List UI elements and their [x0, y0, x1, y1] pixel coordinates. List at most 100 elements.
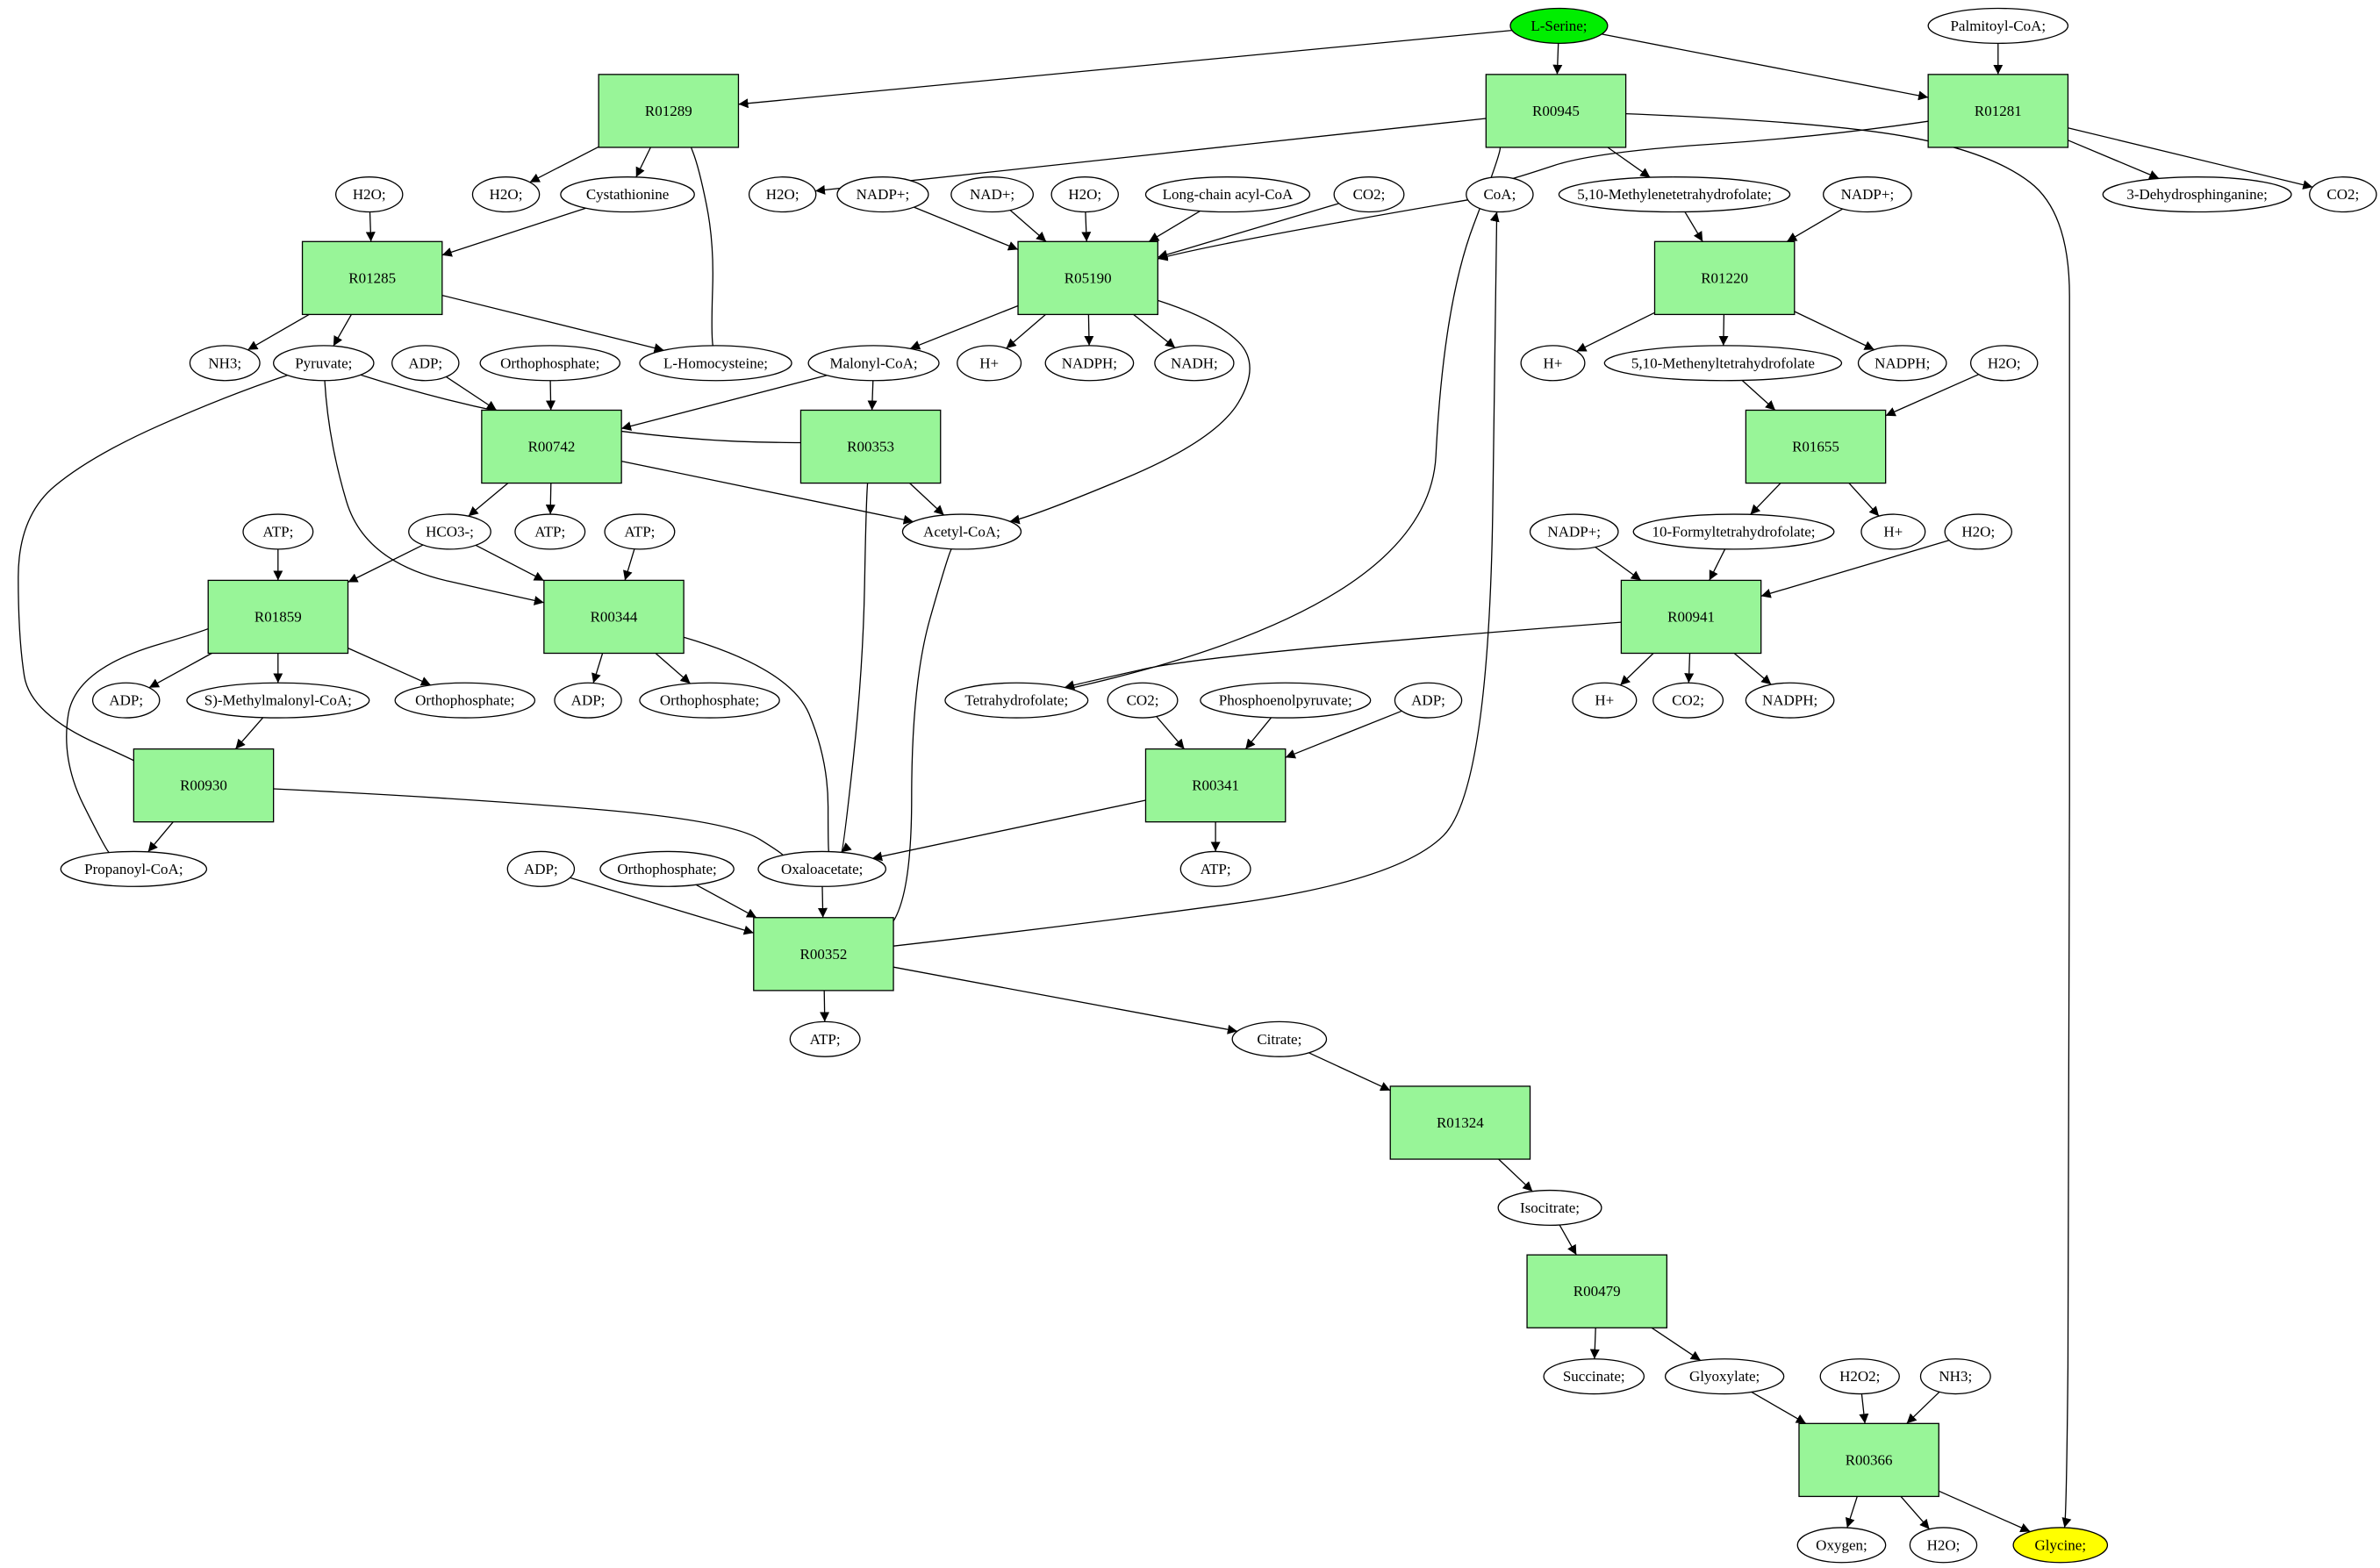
- compound-node-co2_4[interactable]: CO2;: [1652, 682, 1724, 719]
- compound-node-co2_2[interactable]: CO2;: [2309, 176, 2377, 213]
- reaction-node-R01285[interactable]: R01285: [301, 240, 443, 316]
- compound-node-nadpp_2[interactable]: NADP+;: [1823, 176, 1912, 213]
- compound-node-nadph_2[interactable]: NADPH;: [1857, 345, 1947, 382]
- reaction-node-R00353[interactable]: R00353: [799, 409, 942, 484]
- compound-node-pyruvate[interactable]: Pyruvate;: [273, 345, 375, 382]
- compound-node-adp_2[interactable]: ADP;: [91, 682, 161, 719]
- compound-node-atp_1[interactable]: ATP;: [242, 513, 314, 550]
- compound-node-hplus_3[interactable]: H+: [1860, 513, 1926, 550]
- compound-node-atp_3[interactable]: ATP;: [604, 513, 676, 550]
- compound-node-hplus_4[interactable]: H+: [1572, 682, 1638, 719]
- compound-node-h2o_6[interactable]: H2O;: [1944, 513, 2013, 550]
- compound-node-h2o_2[interactable]: H2O;: [471, 176, 541, 213]
- compound-node-propanoyl[interactable]: Propanoyl-CoA;: [60, 850, 208, 887]
- compound-node-hco3[interactable]: HCO3-;: [408, 513, 491, 550]
- compound-node-cystathionine[interactable]: Cystathionine: [560, 176, 695, 213]
- compound-node-ortho_4[interactable]: Orthophosphate;: [599, 850, 735, 887]
- compound-node-adp_4[interactable]: ADP;: [1394, 682, 1463, 719]
- compound-node-adp_1[interactable]: ADP;: [391, 345, 460, 382]
- compound-ellipse: [1819, 1358, 1900, 1395]
- compound-node-atp_5[interactable]: ATP;: [789, 1020, 861, 1057]
- compound-node-ortho_2[interactable]: Orthophosphate;: [394, 682, 536, 719]
- compound-node-h2o2[interactable]: H2O2;: [1819, 1358, 1900, 1395]
- reaction-node-R01324[interactable]: R01324: [1389, 1085, 1531, 1160]
- reaction-box: [1485, 74, 1627, 148]
- compound-node-adp_5[interactable]: ADP;: [506, 850, 576, 887]
- compound-ellipse: [957, 345, 1022, 382]
- reaction-node-R00930[interactable]: R00930: [133, 748, 275, 823]
- reaction-node-R00742[interactable]: R00742: [481, 409, 622, 484]
- compound-node-isocitrate[interactable]: Isocitrate;: [1497, 1189, 1602, 1227]
- compound-node-h2o_3[interactable]: H2O;: [748, 176, 817, 213]
- edge-layer: [18, 29, 2313, 1533]
- compound-node-citrate[interactable]: Citrate;: [1231, 1020, 1328, 1057]
- compound-node-h2o_5[interactable]: H2O;: [1969, 345, 2039, 382]
- compound-node-nadp_1[interactable]: NAD+;: [950, 176, 1035, 213]
- compound-ellipse: [1466, 176, 1534, 213]
- compound-node-nadph_3[interactable]: NADPH;: [1745, 682, 1835, 719]
- reaction-node-R00341[interactable]: R00341: [1144, 748, 1287, 823]
- compound-node-methenyl[interactable]: 5,10-Methenyltetrahydrofolate: [1603, 345, 1843, 382]
- reaction-node-R01289[interactable]: R01289: [598, 74, 740, 148]
- compound-node-ortho_1[interactable]: Orthophosphate;: [479, 345, 621, 382]
- compound-node-acetylcoa[interactable]: Acetyl-CoA;: [901, 513, 1022, 550]
- compound-node-succinate[interactable]: Succinate;: [1543, 1358, 1645, 1395]
- compound-node-mthf[interactable]: 5,10-Methylenetetrahydrofolate;: [1558, 176, 1791, 213]
- compound-node-nadh[interactable]: NADH;: [1154, 345, 1235, 382]
- compound-node-glycine[interactable]: Glycine;: [2012, 1527, 2109, 1564]
- compound-node-dhs[interactable]: 3-Dehydrosphinganine;: [2102, 176, 2292, 213]
- compound-node-nadph_1[interactable]: NADPH;: [1044, 345, 1135, 382]
- reaction-node-R00352[interactable]: R00352: [753, 917, 894, 992]
- compound-node-adp_3[interactable]: ADP;: [554, 682, 622, 719]
- reaction-node-R00479[interactable]: R00479: [1526, 1254, 1667, 1328]
- reaction-node-R01859[interactable]: R01859: [207, 579, 349, 655]
- edge-nadpp_2-to-R01220: [1786, 208, 1844, 242]
- compound-node-atp_2[interactable]: ATP;: [514, 513, 586, 550]
- node-label: H2O;: [353, 186, 386, 203]
- reaction-node-R01655[interactable]: R01655: [1745, 409, 1887, 484]
- compound-ellipse: [1860, 513, 1926, 550]
- edge-R00742-to-atp_2: [545, 483, 556, 515]
- compound-node-formyl[interactable]: 10-Formyltetrahydrofolate;: [1632, 513, 1835, 550]
- reaction-node-R01220[interactable]: R01220: [1653, 240, 1796, 316]
- node-label: L-Homocysteine;: [663, 354, 768, 371]
- reaction-node-R01281[interactable]: R01281: [1927, 74, 2069, 148]
- compound-node-coa[interactable]: CoA;: [1466, 176, 1534, 213]
- compound-node-atp_4[interactable]: ATP;: [1179, 850, 1251, 887]
- reaction-node-R05190[interactable]: R05190: [1017, 240, 1158, 316]
- compound-node-palmitoyl[interactable]: Palmitoyl-CoA;: [1927, 7, 2069, 44]
- compound-node-h2o_7[interactable]: H2O;: [1909, 1527, 1978, 1564]
- compound-node-nadpp_3[interactable]: NADP+;: [1529, 513, 1619, 550]
- reaction-node-R00941[interactable]: R00941: [1620, 579, 1762, 655]
- compound-node-smm[interactable]: S)-Methylmalonyl-CoA;: [186, 682, 370, 719]
- compound-node-nadpp_1[interactable]: NADP+;: [836, 176, 929, 213]
- compound-node-oxygen[interactable]: Oxygen;: [1796, 1527, 1887, 1564]
- compound-node-lcacoa[interactable]: Long-chain acyl-CoA: [1144, 176, 1311, 213]
- compound-node-glyoxylate[interactable]: Glyoxylate;: [1664, 1358, 1785, 1395]
- reaction-node-R00945[interactable]: R00945: [1485, 74, 1627, 148]
- compound-node-h2o_4[interactable]: H2O;: [1050, 176, 1119, 213]
- compound-node-malonyl[interactable]: Malonyl-CoA;: [807, 345, 940, 382]
- compound-ellipse: [1144, 176, 1311, 213]
- reaction-node-R00344[interactable]: R00344: [543, 579, 685, 655]
- compound-node-h2o_1[interactable]: H2O;: [334, 176, 404, 213]
- target-compound-ellipse: [2012, 1527, 2109, 1564]
- reaction-node-R00366[interactable]: R00366: [1798, 1422, 1939, 1498]
- compound-ellipse: [1632, 513, 1835, 550]
- compound-node-hplus_2[interactable]: H+: [1520, 345, 1586, 382]
- reaction-box: [1017, 240, 1158, 316]
- compound-node-lhomocys[interactable]: L-Homocysteine;: [639, 345, 792, 382]
- compound-node-pep[interactable]: Phosphoenolpyruvate;: [1200, 682, 1372, 719]
- compound-node-co2_3[interactable]: CO2;: [1107, 682, 1179, 719]
- compound-node-nh3_2[interactable]: NH3;: [1919, 1358, 1991, 1395]
- compound-node-nh3_1[interactable]: NH3;: [189, 345, 261, 382]
- source-compound-ellipse: [1509, 7, 1609, 44]
- compound-node-co2_1[interactable]: CO2;: [1333, 176, 1405, 213]
- edge-R00945-to-h2o_3: [814, 118, 1487, 195]
- compound-node-lserine[interactable]: L-Serine;: [1509, 7, 1609, 44]
- compound-node-ortho_3[interactable]: Orthophosphate;: [639, 682, 780, 719]
- compound-node-oaa[interactable]: Oxaloacetate;: [757, 850, 887, 887]
- compound-node-thf[interactable]: Tetrahydrofolate;: [944, 682, 1089, 719]
- compound-node-hplus_1[interactable]: H+: [957, 345, 1022, 382]
- edge-ortho_1-to-R00742: [546, 380, 556, 411]
